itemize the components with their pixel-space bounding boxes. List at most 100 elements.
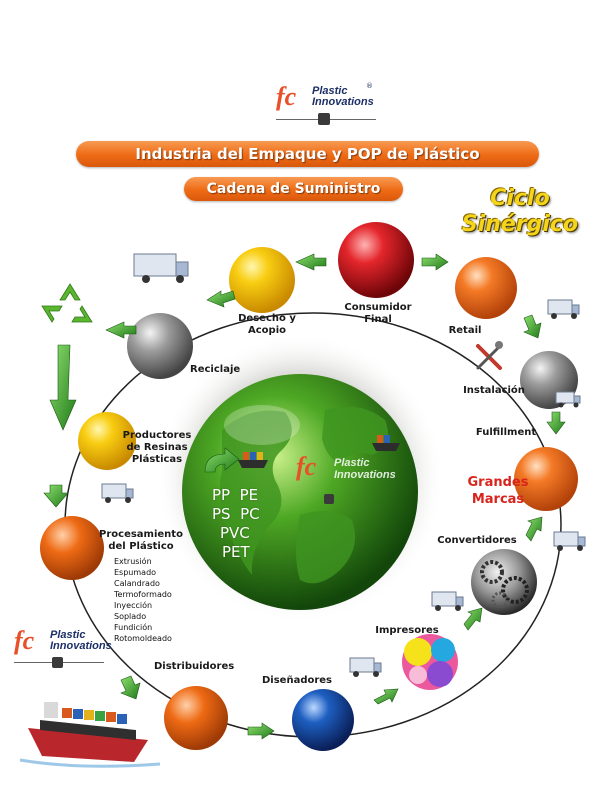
arrow-instalacion-fulfillment bbox=[546, 411, 566, 435]
arrow-procesamiento-distribuidores bbox=[120, 675, 141, 700]
banner-main: Industria del Empaque y POP de Plástico bbox=[76, 141, 539, 167]
process-item: Calandrado bbox=[114, 579, 160, 588]
process-item: Termoformado bbox=[114, 590, 172, 599]
arrow-consumidor-retail bbox=[421, 253, 449, 271]
disenadores-sphere bbox=[292, 689, 354, 751]
ciclo-line2: Sinérgico bbox=[461, 212, 579, 237]
label-procesamiento-line1: Procesamiento bbox=[99, 529, 183, 540]
tools-icon bbox=[476, 341, 503, 370]
ciclo-line1: Ciclo bbox=[490, 186, 550, 211]
arrow-productores-procesamiento bbox=[43, 484, 69, 508]
desecho-sphere bbox=[229, 247, 295, 313]
gears-icon bbox=[471, 549, 537, 615]
truck-icon bbox=[555, 391, 581, 408]
brand-logo-globe: fc Plastic Innovations bbox=[296, 454, 396, 510]
logo-line2-bottom: Innovations bbox=[50, 640, 112, 652]
arrow-convertidores-grandes bbox=[525, 516, 543, 542]
arrow-globe-productores bbox=[204, 447, 240, 473]
logo-mark-bottom: fc bbox=[14, 626, 35, 655]
consumidor-sphere bbox=[338, 222, 414, 298]
resin-pc: PC bbox=[240, 505, 260, 523]
arrow-desecho-reciclaje bbox=[206, 290, 236, 308]
label-desecho-line1: Desecho y bbox=[238, 313, 296, 324]
leaf-icon bbox=[318, 113, 330, 125]
logo-line1-globe: Plastic bbox=[334, 457, 370, 469]
process-item: Rotomoldeado bbox=[114, 634, 172, 643]
truck-icon bbox=[547, 299, 580, 319]
ship-icon bbox=[238, 452, 268, 468]
process-item: Extrusión bbox=[114, 557, 152, 566]
arrow-impresores-convertidores bbox=[463, 607, 483, 631]
truck-icon bbox=[349, 657, 382, 677]
label-fulfillment: Fulfillment bbox=[475, 427, 537, 438]
label-consumidor: Consumidor Final bbox=[333, 302, 423, 326]
logo-line2-globe: Innovations bbox=[334, 469, 396, 481]
label-convertidores: Convertidores bbox=[437, 535, 517, 546]
arrow-reciclaje-recycle bbox=[105, 321, 137, 339]
arrow-retail-instalacion bbox=[523, 314, 542, 339]
label-productores-line1: Productores bbox=[122, 430, 192, 441]
globe-icon bbox=[182, 374, 418, 610]
ciclo-title: Ciclo Sinérgico bbox=[455, 186, 585, 238]
label-distribuidores: Distribuidores bbox=[154, 661, 235, 672]
distribuidores-sphere bbox=[164, 686, 228, 750]
arrow-disenadores-impresores bbox=[373, 688, 399, 705]
resin-pe: PE bbox=[239, 486, 259, 504]
process-item: Fundición bbox=[114, 623, 153, 632]
printer-cube-icon bbox=[402, 634, 458, 690]
resin-pp: PP bbox=[212, 486, 231, 504]
truck-icon bbox=[133, 253, 189, 283]
resin-pet: PET bbox=[222, 543, 250, 561]
leaf-icon bbox=[324, 494, 334, 504]
truck-icon bbox=[553, 531, 586, 551]
arrow-consumidor-desecho bbox=[295, 253, 327, 271]
reciclaje-sphere bbox=[127, 313, 193, 379]
retail-sphere bbox=[455, 257, 517, 319]
label-disenadores: Diseñadores bbox=[261, 675, 333, 686]
label-grandes-line1: Grandes bbox=[467, 475, 529, 490]
logo-line2: Innovations bbox=[312, 96, 374, 108]
label-desecho: Desecho y Acopio bbox=[224, 313, 310, 337]
process-item: Soplado bbox=[114, 612, 147, 621]
leaf-icon bbox=[52, 657, 63, 668]
label-procesamiento-line2: del Plástico bbox=[108, 541, 174, 552]
label-reciclaje: Reciclaje bbox=[190, 364, 241, 375]
brand-logo-top: fc Plastic Innovations ® bbox=[276, 82, 376, 134]
ship-icon bbox=[19, 702, 161, 768]
grandes-sphere bbox=[514, 447, 578, 511]
truck-icon bbox=[431, 591, 464, 611]
brand-logo-bottom: fc Plastic Innovations bbox=[14, 628, 114, 678]
banner-sub-text: Cadena de Suministro bbox=[206, 181, 381, 197]
logo-mark-globe: fc bbox=[296, 452, 317, 481]
label-productores-line2: de Resinas bbox=[126, 442, 188, 453]
label-procesamiento: Procesamiento del Plástico bbox=[96, 529, 186, 553]
resin-row-2: PS PC bbox=[212, 505, 260, 523]
resin-ps: PS bbox=[212, 505, 231, 523]
banner-main-text: Industria del Empaque y POP de Plástico bbox=[135, 145, 480, 163]
label-impresores: Impresores bbox=[375, 625, 439, 636]
process-item: Inyección bbox=[114, 601, 153, 610]
arrow-recycle-productores bbox=[49, 344, 77, 431]
label-consumidor-line1: Consumidor bbox=[344, 302, 412, 313]
logo-reg: ® bbox=[366, 82, 373, 90]
label-desecho-line2: Acopio bbox=[248, 325, 286, 336]
label-consumidor-line2: Final bbox=[364, 314, 392, 325]
label-retail: Retail bbox=[448, 325, 482, 336]
procesamiento-sphere bbox=[40, 516, 104, 580]
logo-mark: fc bbox=[276, 82, 297, 111]
resin-row-1: PP PE bbox=[212, 486, 258, 504]
recycle-icon bbox=[41, 283, 93, 323]
arrow-distribuidores-disenadores bbox=[247, 722, 275, 740]
truck-icon bbox=[101, 483, 134, 503]
label-productores-line3: Plásticas bbox=[131, 454, 183, 465]
banner-sub: Cadena de Suministro bbox=[184, 177, 403, 201]
ship-icon bbox=[372, 435, 400, 451]
label-instalacion: Instalación bbox=[463, 385, 525, 396]
resin-pvc: PVC bbox=[220, 524, 250, 542]
label-grandes-marcas: Grandes Marcas bbox=[458, 474, 538, 508]
label-grandes-line2: Marcas bbox=[471, 492, 525, 507]
label-productores: Productores de Resinas Plásticas bbox=[116, 430, 198, 466]
